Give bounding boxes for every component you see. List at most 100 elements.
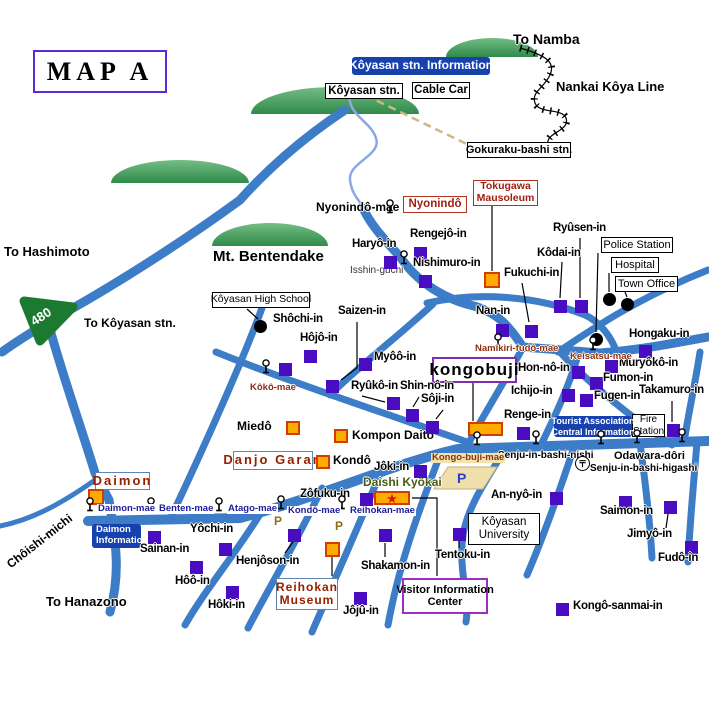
bus-stop-icon <box>399 250 409 265</box>
temple-marker-kodai-in <box>553 299 567 313</box>
leader-line <box>340 322 358 381</box>
river <box>348 91 378 209</box>
cable-car-text: Cable Car <box>414 84 468 97</box>
kongobuji-text: kongobuji <box>429 360 520 380</box>
leader-lines <box>246 206 673 576</box>
temple-label-shakamon-in: Shakamon-in <box>361 560 430 572</box>
temple-label-fumon-in: Fumon-in <box>603 372 653 384</box>
tokugawa-mausoleum-text: Tokugawa <box>480 180 531 193</box>
temple-label-tentoku-in: Tentoku-in <box>435 549 490 561</box>
temple-marker-soji-in <box>425 420 439 434</box>
bus-stop-icon <box>85 497 95 512</box>
temple-marker-jimyo-in <box>663 500 677 514</box>
koyasan-high-school: Kôyasan High School <box>211 292 311 308</box>
temple-label-nishimuro-in: Nishimuro-in <box>413 257 481 269</box>
daishi-kyokai-building: ★ <box>374 491 410 505</box>
temple-marker-zofuku-in <box>359 492 373 506</box>
stop-label-koko-mae: Kôkô-mae <box>250 382 296 393</box>
temple-marker-takamuro-in <box>666 423 680 437</box>
temple-label-kodai-in: Kôdai-in <box>537 247 581 259</box>
koyasan-stn: Kôyasan stn. <box>325 83 403 99</box>
temple-marker-myoo-in <box>358 357 372 371</box>
temple-marker-kongo-sanmai-in <box>555 602 569 616</box>
map-label-to-koyasan-stn: To Kôyasan stn. <box>84 316 176 330</box>
temple-label-hongaku-in: Hongaku-in <box>629 328 690 340</box>
stop-label-daimon-mae: Daimon-mae <box>97 503 157 515</box>
temple-label-shin-no-in: Shin-nô-in <box>400 380 454 392</box>
temple-marker-fukuchi-in <box>524 324 538 338</box>
temple-label-myoo-in: Myôô-in <box>374 351 416 363</box>
miedo-hall <box>286 421 300 435</box>
map-label-isshin-guchi: Isshin-guchi <box>350 265 404 276</box>
temple-marker-saizen-in <box>325 379 339 393</box>
police-station-text: Police Station <box>603 238 671 251</box>
leader-line <box>624 291 628 298</box>
temple-label-hoki-in: Hôki-in <box>208 599 245 611</box>
bus-stop-icon <box>677 428 687 443</box>
temple-marker-hon-no-in <box>571 365 585 379</box>
temple-label-ryuko-in: Ryûkô-in <box>351 380 398 392</box>
daimon-information-text: Daimon <box>96 524 131 536</box>
temple-label-hoo-in: Hôô-in <box>175 575 210 587</box>
bus-stop-icon <box>588 336 598 351</box>
parking-lot <box>433 466 498 490</box>
temple-label-soji-in: Sôji-in <box>421 393 455 405</box>
temple-label-renge-in: Renge-in <box>504 409 551 421</box>
reihokan-museum-text: Museum <box>279 593 335 607</box>
bus-stop-icon <box>276 495 286 510</box>
hospital-text: Hospital <box>615 258 655 271</box>
bus-stop-icon <box>493 333 503 348</box>
map-label-kondo: Kondô <box>333 453 371 467</box>
temple-marker-nishimuro-in <box>418 274 432 288</box>
temple-label-takamuro-in: Takamuro-in <box>639 384 704 396</box>
map-label-to-namba: To Namba <box>513 31 580 47</box>
bus-stop-icon <box>472 431 482 446</box>
leader-line <box>361 395 386 403</box>
bus-stop-icon <box>531 430 541 445</box>
temple-marker-shochi-in <box>278 362 292 376</box>
leader-line <box>559 261 563 299</box>
koyasan-stn-information-text: Kôyasan stn. Information <box>348 58 494 73</box>
temple-marker-hoo-in <box>189 560 203 574</box>
visitor-information-center-text: Center <box>427 596 463 608</box>
temple-marker-joju-in <box>353 591 367 605</box>
post-office-icon: 〒 <box>575 456 590 471</box>
temple-marker-muryoko-in <box>604 359 618 373</box>
cable-car: Cable Car <box>412 82 470 99</box>
leader-line <box>246 308 259 320</box>
temple-marker-haryo-in <box>383 255 397 269</box>
map-title-text: MAP A <box>46 56 154 86</box>
temple-label-sainan-in: Sainan-in <box>140 543 190 555</box>
temple-label-zofuku-in: Zôfuku-in <box>300 488 350 500</box>
temple-marker-shakamon-in <box>378 528 392 542</box>
tokugawa-mausoleum-text: Mausoleum <box>476 192 535 204</box>
koyasan-stn-text: Kôyasan stn. <box>328 84 400 97</box>
temple-marker-an-nyo-in <box>549 491 563 505</box>
temple-marker-nan-in <box>495 323 509 337</box>
temple-label-kongo-sanmai-in: Kongô-sanmai-in <box>573 600 663 612</box>
hospital-dot <box>602 292 616 306</box>
red-star-icon: ★ <box>386 490 398 506</box>
gokuraku-bashi-stn: Gokuraku-bashi stn. <box>466 142 572 158</box>
danjo-garan-text: Danjo Garan <box>223 452 323 468</box>
leader-line <box>665 513 669 529</box>
fire-station-text: Fire <box>639 414 658 426</box>
bus-stop-icon <box>261 359 271 374</box>
high-school-dot <box>253 319 267 333</box>
kongobuji: kongobuji <box>429 357 520 383</box>
tokugawa-mausoleum-site <box>484 272 500 288</box>
temple-marker-ryuko-in <box>386 396 400 410</box>
temple-label-henjoson-in: Henjôson-in <box>236 555 300 567</box>
daimon: Daimon <box>93 472 150 490</box>
stop-label-namikiri-fudo-mae: Namikiri-fudô-mae <box>475 343 559 354</box>
parking-flag-icon: P <box>274 514 283 528</box>
cable-car-line <box>364 93 476 150</box>
temple-marker-tentoku-in <box>452 527 466 541</box>
temple-label-hon-no-in: Hon-nô-in <box>518 362 570 374</box>
temple-marker-yochi-in <box>218 542 232 556</box>
temple-label-yochi-in: Yôchi-in <box>190 523 233 535</box>
stop-label-benten-mae: Benten-mae <box>158 503 215 515</box>
